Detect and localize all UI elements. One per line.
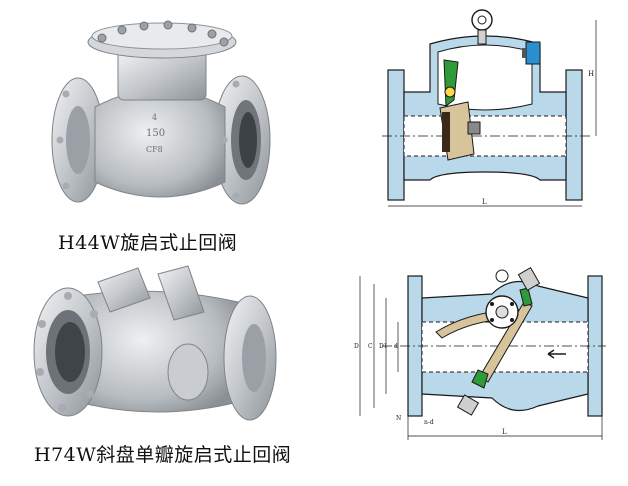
photo-mark-class: 150 bbox=[146, 128, 165, 139]
h44w-dim-length: L bbox=[482, 198, 487, 206]
h74w-drawing: D C D1 d N n-d L bbox=[352, 264, 608, 444]
photo-mark-material: CF8 bbox=[146, 145, 163, 154]
h44w-dim-height: H bbox=[588, 70, 594, 78]
h44w-photo-art: 4 150 CF8 bbox=[51, 20, 271, 205]
h74w-dim-bolt-count: N bbox=[396, 415, 401, 422]
h74w-dim-bolt-hole: n-d bbox=[424, 419, 434, 426]
h74w-dim-length: L bbox=[502, 428, 507, 436]
h44w-photo: 4 150 CF8 bbox=[40, 12, 280, 217]
h74w-dim-d-outer: D bbox=[354, 343, 359, 350]
h74w-photo-art bbox=[33, 265, 277, 421]
h74w-caption: H74W斜盘单瓣旋启式止回阀 bbox=[34, 444, 292, 466]
h44w-drawing: L H bbox=[382, 4, 604, 212]
h74w-photo bbox=[28, 262, 280, 432]
h74w-dim-d-bolt: C bbox=[368, 343, 373, 350]
h74w-dim-d-bore: d bbox=[394, 343, 398, 350]
h74w-drawing-art: D C D1 d N n-d L bbox=[354, 267, 606, 440]
h44w-drawing-art: L H bbox=[382, 9, 597, 207]
photo-mark-size: 4 bbox=[152, 113, 157, 122]
h74w-dim-d-raised: D1 bbox=[379, 343, 388, 350]
h44w-caption: H44W旋启式止回阀 bbox=[58, 232, 238, 254]
